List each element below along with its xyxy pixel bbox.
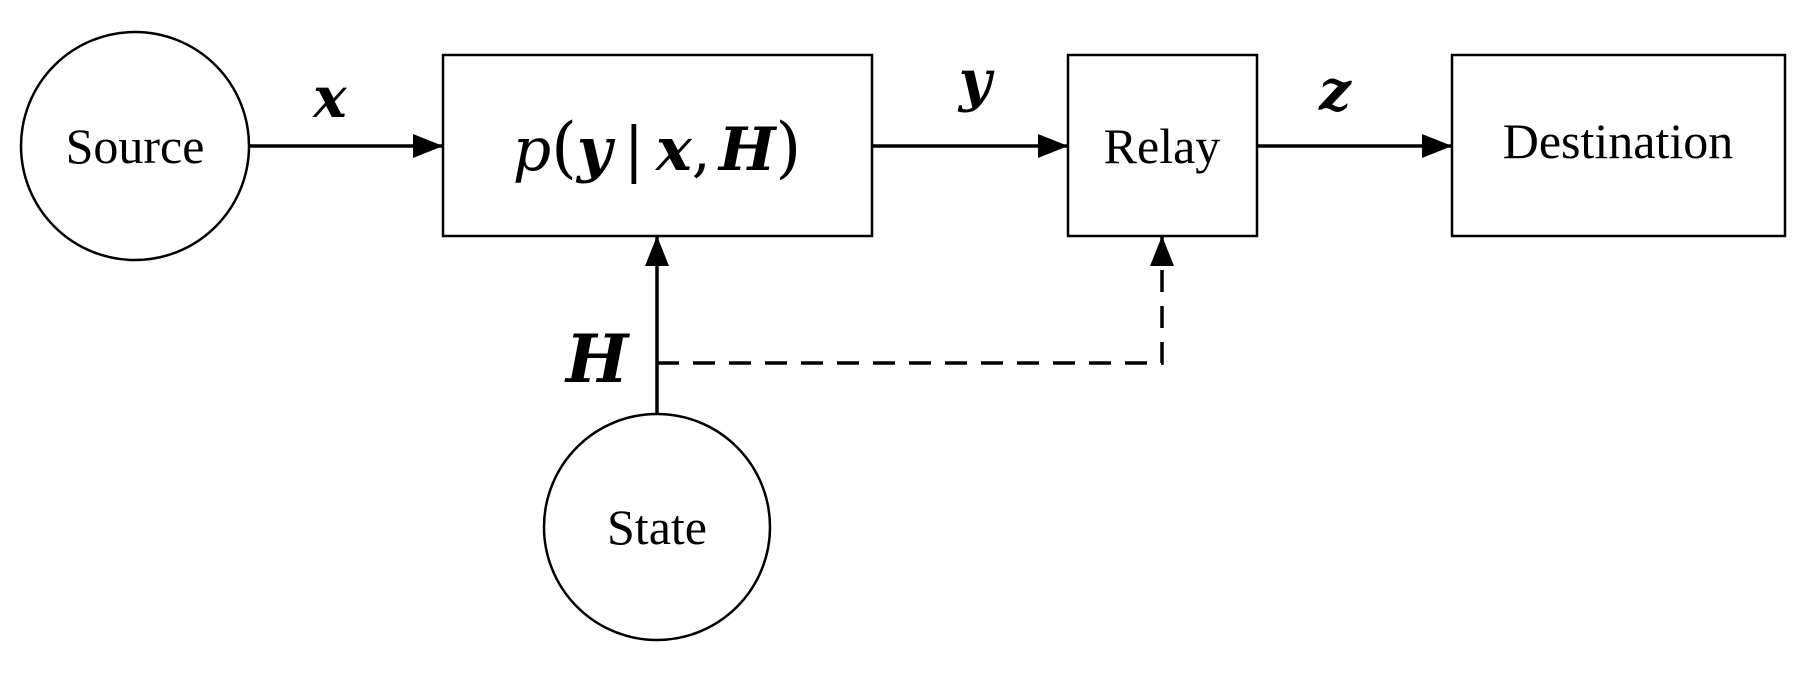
edge-label-h: H bbox=[564, 320, 631, 398]
state-to-relay-dashed-arrow bbox=[657, 236, 1174, 365]
edge-state-to-relay-dashed bbox=[657, 236, 1174, 365]
channel-y: y bbox=[575, 115, 616, 185]
edge-label-x: x bbox=[312, 65, 347, 131]
edge-source-to-channel: x bbox=[249, 65, 443, 158]
relay-node: Relay bbox=[1066, 53, 1259, 238]
source-node: Source bbox=[19, 30, 251, 262]
channel-label: p(y|x,H) bbox=[513, 109, 802, 186]
destination-label: Destination bbox=[1503, 113, 1734, 169]
channel-close-paren: ) bbox=[776, 109, 802, 186]
channel-node: p(y|x,H) bbox=[441, 53, 874, 238]
channel-open-paren: ( bbox=[551, 109, 577, 186]
destination-box bbox=[1450, 53, 1787, 238]
channel-h: H bbox=[717, 115, 778, 185]
state-label: State bbox=[607, 499, 707, 555]
edge-relay-to-destination: z bbox=[1257, 58, 1452, 158]
edge-label-z: z bbox=[1318, 58, 1352, 124]
channel-p: p bbox=[513, 115, 551, 185]
destination-node: Destination bbox=[1450, 53, 1787, 238]
channel-x: x bbox=[654, 115, 693, 185]
edge-state-to-channel: H bbox=[564, 236, 669, 413]
edge-label-y: y bbox=[957, 48, 995, 114]
edge-channel-to-relay: y bbox=[872, 48, 1068, 158]
relay-label: Relay bbox=[1104, 118, 1221, 174]
state-circle bbox=[542, 412, 772, 642]
source-label: Source bbox=[66, 118, 205, 174]
channel-bar: | bbox=[624, 115, 644, 185]
channel-comma: , bbox=[692, 115, 711, 185]
state-node: State bbox=[542, 412, 772, 642]
